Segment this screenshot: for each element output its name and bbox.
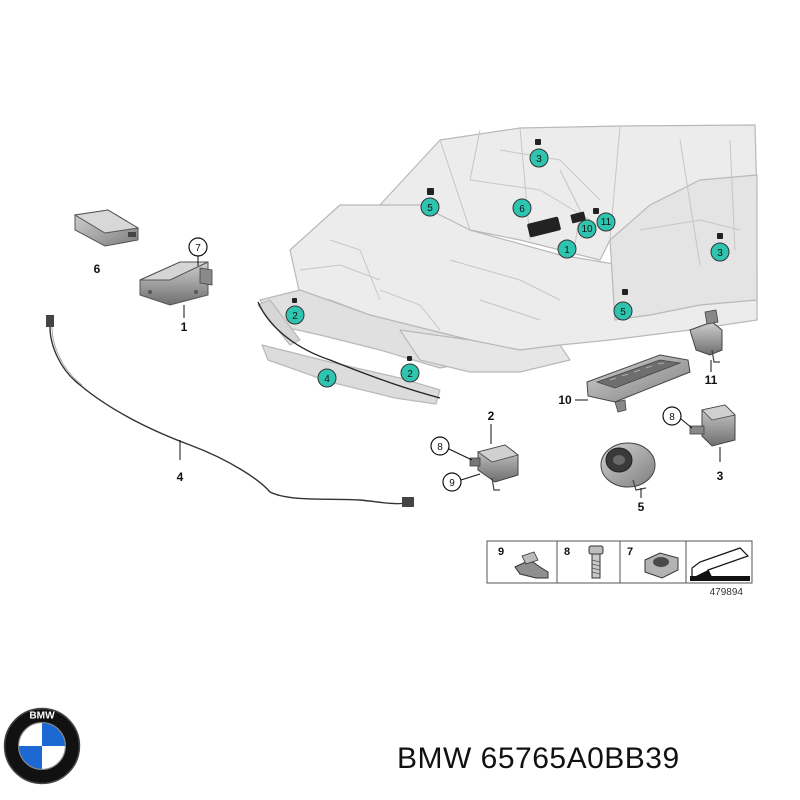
svg-text:8: 8 — [437, 442, 443, 453]
marker-2-front-right: 2 — [400, 363, 420, 383]
callout-10: 10 — [558, 393, 572, 407]
marker-3-right: 3 — [710, 242, 730, 262]
part-number-caption: BMW 65765A0BB39 — [397, 742, 680, 775]
arrow-icon — [690, 547, 750, 581]
fastener-legend-table: 9 8 7 — [486, 540, 753, 584]
callout-2: 2 — [488, 409, 495, 423]
reference-number: 479894 — [710, 587, 744, 598]
callout-4: 4 — [177, 470, 184, 484]
callout-3: 3 — [717, 469, 724, 483]
marker-2-front-left: 2 — [285, 305, 305, 325]
callout-6: 6 — [94, 262, 101, 276]
marker-10: 10 — [577, 219, 597, 239]
bolt-icon — [588, 545, 604, 579]
svg-text:5: 5 — [620, 307, 626, 318]
callout-11: 11 — [705, 373, 718, 387]
legend-number-7: 7 — [627, 546, 633, 558]
callout-1: 1 — [181, 320, 188, 334]
part-11-bracket — [689, 309, 723, 363]
svg-text:2: 2 — [407, 369, 413, 380]
location-markers: 3 5 6 10 11 1 3 2 — [285, 148, 730, 388]
svg-text:6: 6 — [519, 204, 525, 215]
front-sensor-wire — [257, 301, 441, 399]
legend-number-8: 8 — [564, 546, 570, 558]
callout-5: 5 — [638, 500, 645, 514]
svg-text:5: 5 — [427, 203, 433, 214]
svg-text:11: 11 — [601, 217, 612, 228]
part-1-control-unit — [139, 261, 213, 306]
clip-nut-icon — [514, 551, 549, 579]
marker-6: 6 — [512, 198, 532, 218]
part-6-module — [73, 209, 140, 247]
hex-nut-icon — [644, 552, 679, 579]
marker-5-lower-right: 5 — [613, 301, 633, 321]
marker-1: 1 — [557, 239, 577, 259]
callout-8-right: 8 — [662, 406, 693, 429]
callout-8-left: 8 — [430, 436, 473, 461]
body-sensor-dots — [292, 139, 723, 361]
car-body-detail-lines — [299, 125, 741, 331]
part-3-sensor — [689, 404, 736, 447]
svg-text:4: 4 — [324, 374, 330, 385]
part-5-round-sensor — [600, 442, 656, 491]
svg-text:10: 10 — [581, 224, 593, 235]
svg-text:1: 1 — [564, 245, 570, 256]
car-body-frame — [257, 124, 758, 405]
svg-text:7: 7 — [195, 243, 201, 254]
svg-text:3: 3 — [717, 248, 723, 259]
part-4-cable — [46, 315, 414, 507]
svg-text:3: 3 — [536, 154, 542, 165]
svg-text:8: 8 — [669, 412, 675, 423]
marker-4: 4 — [317, 368, 337, 388]
part-10-module — [586, 354, 691, 413]
svg-text:9: 9 — [449, 478, 455, 489]
marker-11: 11 — [596, 212, 616, 232]
bmw-logo: BMW — [3, 707, 81, 785]
part-2-sensor — [469, 444, 519, 491]
bmw-logo-lettering: BMW — [29, 711, 55, 722]
marker-5-upper-left: 5 — [420, 197, 440, 217]
marker-3-rear-top: 3 — [529, 148, 549, 168]
callout-7-top: 7 — [188, 237, 208, 266]
callout-9-left: 9 — [442, 472, 481, 492]
svg-text:2: 2 — [292, 311, 298, 322]
legend-number-9: 9 — [498, 546, 504, 558]
